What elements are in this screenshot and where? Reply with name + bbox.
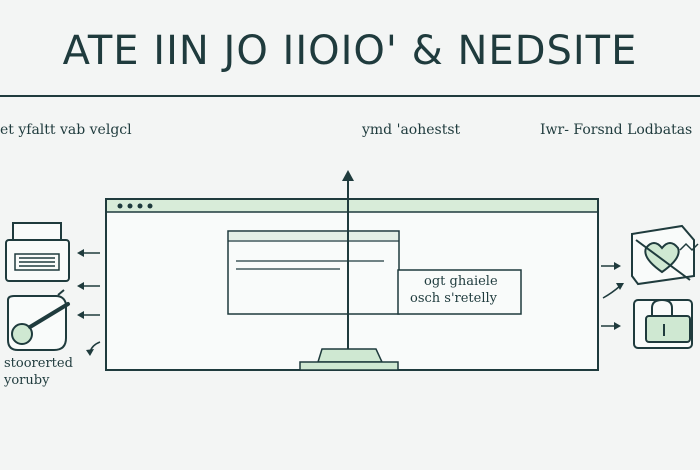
left-arrows — [77, 249, 101, 356]
arrow-up-icon — [342, 170, 354, 181]
window-dot-icon — [117, 203, 123, 209]
popup-box — [397, 269, 522, 315]
printer-icon — [5, 222, 70, 282]
arrow-right-icon — [614, 262, 621, 270]
left-label-line-2: yoruby — [4, 373, 50, 388]
page-title: ATE IIN JO IIOIO' & NEDSITE — [62, 28, 638, 74]
arrow-right-icon — [616, 283, 624, 290]
caption-left: et yfaltt vab velgcl — [0, 122, 132, 138]
window-dot-icon — [147, 203, 153, 209]
window-dot-icon — [127, 203, 133, 209]
content-card — [227, 230, 400, 315]
left-label-line-1: stoorerted — [4, 356, 73, 371]
arrow-left-icon — [77, 249, 84, 257]
pole-base — [316, 348, 384, 363]
right-arrows — [601, 262, 624, 330]
central-pole — [299, 170, 399, 371]
caption-right: Iwr- Forsnd Lodbatas — [540, 122, 693, 138]
arrow-left-icon — [77, 282, 84, 290]
broken-heart-icon — [631, 224, 699, 286]
browser-title-bar — [107, 200, 597, 212]
popup-line-1: ogt ghaiele — [424, 274, 498, 289]
window-dot-icon — [137, 203, 143, 209]
arrow-left-icon — [77, 311, 84, 319]
caption-middle: ymd 'aohestst — [362, 122, 461, 138]
popup-line-2: osch s'retelly — [410, 291, 498, 306]
padlock-icon — [633, 298, 693, 349]
arrow-left-icon — [86, 349, 94, 356]
arrow-right-icon — [614, 322, 621, 330]
magnifier-icon — [7, 289, 70, 351]
